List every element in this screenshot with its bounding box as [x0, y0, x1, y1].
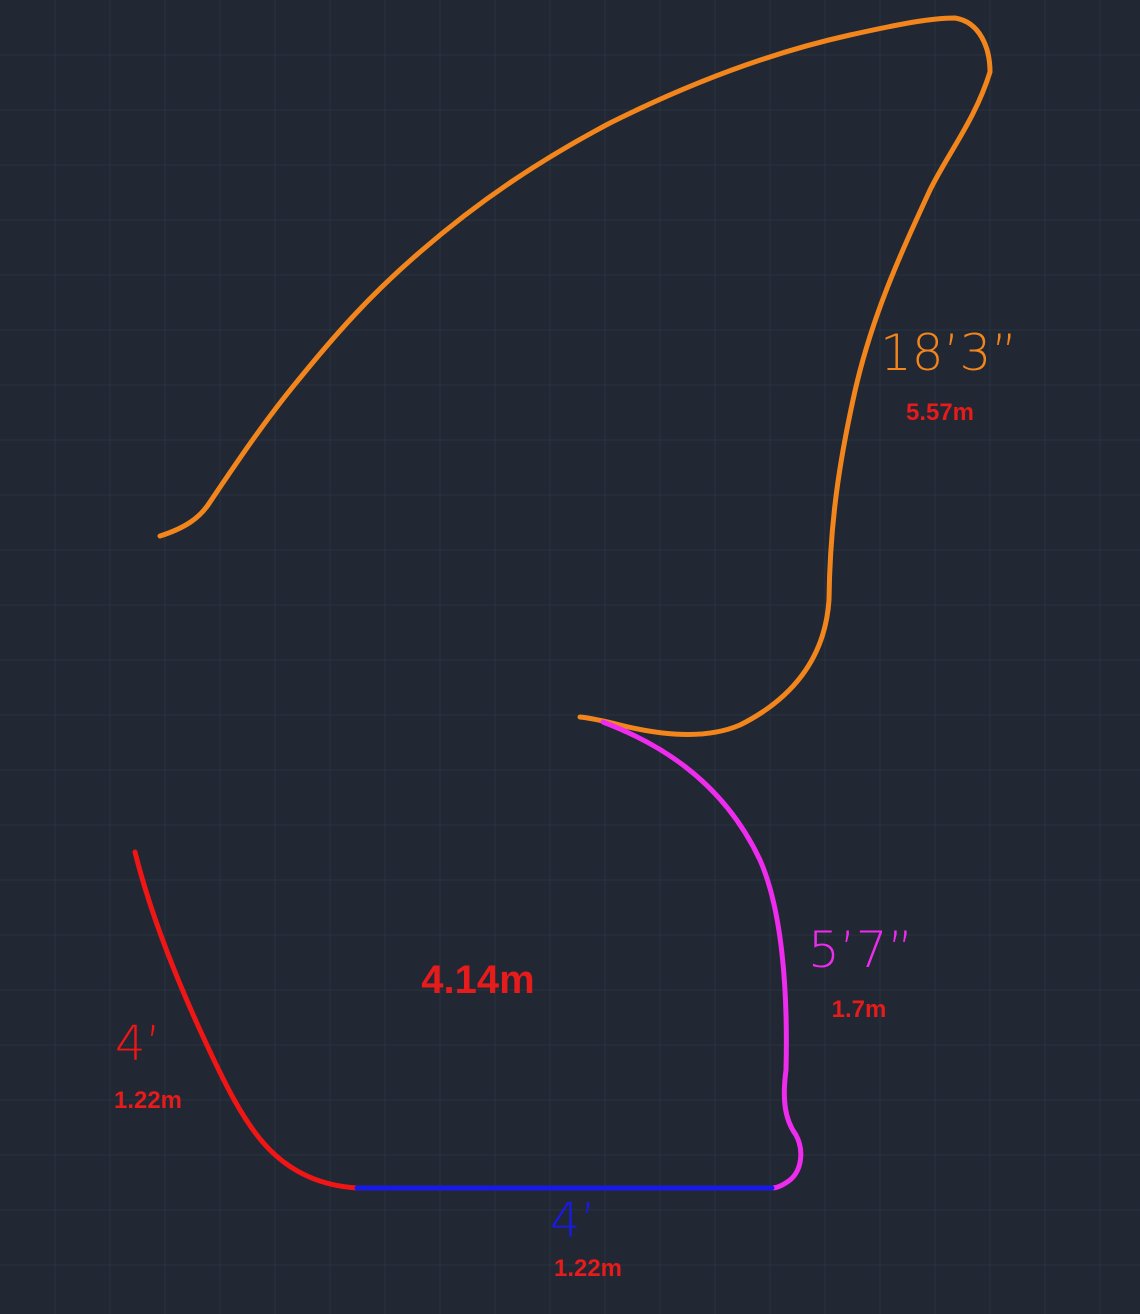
left-length-imperial-label: 4’ — [115, 1016, 161, 1072]
tip-length-metric-label: 1.7m — [832, 996, 887, 1023]
left-curve-red — [132, 849, 360, 1191]
base-length-imperial-label: 4’ — [550, 1193, 596, 1249]
base-length-metric-label: 1.22m — [554, 1255, 622, 1282]
fin-length-metric-label: 5.57m — [906, 399, 974, 426]
center-metric-label: 4.14m — [421, 958, 534, 1002]
tip-curve-magenta — [600, 719, 804, 1191]
fin-outline-curve — [157, 15, 993, 737]
fin-length-imperial-label: 18’3” — [880, 324, 1017, 382]
tip-length-imperial-label: 5’7” — [808, 921, 913, 979]
left-length-metric-label: 1.22m — [114, 1087, 182, 1114]
